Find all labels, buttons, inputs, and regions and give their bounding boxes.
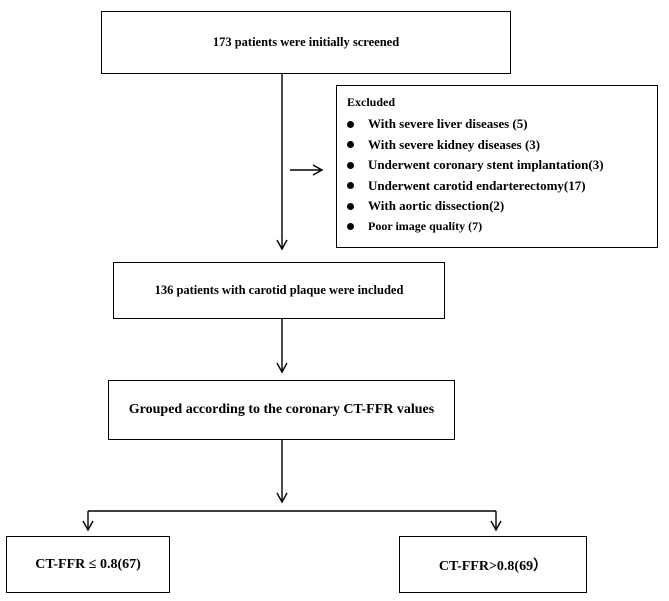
excluded-item: Underwent carotid endarterectomy(17) [347, 176, 647, 197]
excluded-list: With severe liver diseases (5) With seve… [347, 114, 647, 237]
excluded-title: Excluded [347, 95, 396, 109]
group-right-box: CT-FFR>0.8(69） [399, 536, 587, 593]
excluded-item: Poor image quality (7) [347, 217, 647, 238]
included-text: 136 patients with carotid plaque were in… [154, 283, 404, 297]
excluded-box: Excluded With severe liver diseases (5) … [336, 85, 658, 248]
bullet-icon [347, 202, 354, 210]
grouped-text: Grouped according to the coronary CT-FFR… [128, 402, 435, 417]
grouped-box: Grouped according to the coronary CT-FFR… [108, 380, 455, 440]
bullet-icon [347, 223, 354, 231]
bullet-icon [347, 161, 354, 169]
bullet-icon [347, 141, 354, 149]
excluded-item: With aortic dissection(2) [347, 196, 647, 217]
bullet-icon [347, 120, 354, 128]
bullet-icon [347, 182, 354, 190]
excluded-item: Underwent coronary stent implantation(3) [347, 155, 647, 176]
included-box: 136 patients with carotid plaque were in… [113, 262, 445, 319]
screened-text: 173 patients were initially screened [212, 35, 400, 49]
screened-box: 173 patients were initially screened [101, 11, 511, 74]
group-right-text: CT-FFR>0.8(69） [438, 558, 548, 574]
excluded-item: With severe kidney diseases (3) [347, 135, 647, 156]
group-left-text: CT-FFR ≤ 0.8(67) [35, 556, 141, 572]
group-left-box: CT-FFR ≤ 0.8(67) [6, 536, 170, 593]
excluded-item: With severe liver diseases (5) [347, 114, 647, 135]
